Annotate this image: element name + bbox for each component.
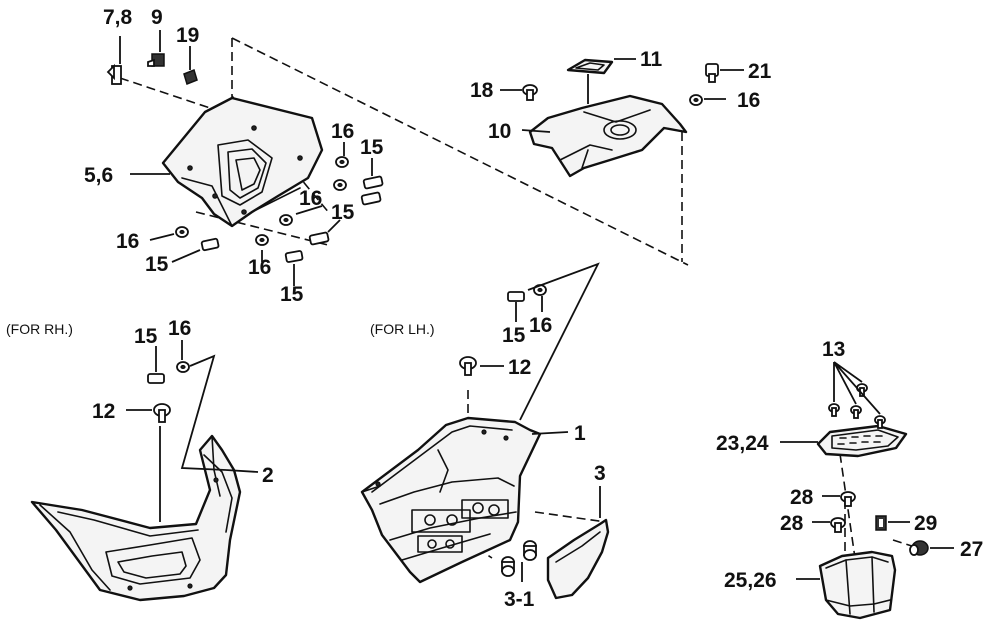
callout-12-a: 12: [508, 356, 531, 379]
callout-16-c: 16: [116, 230, 139, 253]
note-for-rh: (FOR RH.): [6, 321, 73, 337]
washer-bolt-set-e: [255, 234, 304, 286]
front-cover-part-10: [528, 94, 688, 178]
callout-25-26: 25,26: [724, 569, 777, 592]
side-panel-part-3: [546, 518, 610, 600]
callout-15-c: 15: [145, 253, 169, 276]
callout-15-d: 15: [280, 283, 304, 306]
callout-16-e: 16: [737, 89, 760, 112]
screws-13: [828, 361, 886, 429]
callout-19: 19: [176, 24, 199, 47]
callout-15-f: 15: [134, 325, 158, 348]
screw-18: [500, 84, 538, 101]
screw-12-lh: [459, 356, 504, 376]
footrest-mat-part-23-24: [816, 424, 908, 458]
callout-12-b: 12: [92, 400, 115, 423]
callout-7-8: 7,8: [103, 6, 133, 29]
washer-bolt-set-d: [149, 226, 220, 263]
callout-10: 10: [488, 120, 511, 143]
callout-16-b: 16: [299, 187, 322, 210]
callout-15-e: 15: [502, 324, 526, 347]
emblem-plate-part-11: [566, 58, 614, 104]
callout-28-a: 28: [790, 486, 814, 509]
clip-part-29: [875, 515, 887, 531]
bolt-15-washer-16-lh: [507, 262, 600, 421]
callout-3-1: 3-1: [504, 588, 535, 611]
callout-27: 27: [960, 538, 983, 561]
callout-16-a: 16: [331, 120, 354, 143]
callout-labels: 7,8 9 19 5,6 16 15 16 15 16 15 16 15 11 …: [84, 6, 983, 611]
callout-16-f: 16: [529, 314, 552, 337]
callout-2: 2: [262, 464, 274, 487]
bolt-27: [909, 540, 954, 556]
grommets-part-3-1: [501, 540, 537, 577]
callout-5-6: 5,6: [84, 164, 113, 187]
callout-23-24: 23,24: [716, 432, 769, 455]
callout-16-g: 16: [168, 317, 191, 340]
storage-box-part-25-26: [818, 550, 897, 620]
washer-bolt-set-c: [279, 205, 341, 246]
callout-13: 13: [822, 338, 845, 361]
bolt-21-washer-16: [689, 63, 744, 106]
washer-bolt-set-b: [333, 179, 382, 206]
washer-bolt-set-a: [335, 142, 384, 190]
callout-1: 1: [574, 422, 586, 445]
callout-16-d: 16: [248, 256, 271, 279]
callout-11: 11: [640, 48, 663, 71]
clip-19: [183, 46, 198, 86]
callout-29: 29: [914, 512, 937, 535]
callout-15-b: 15: [331, 201, 355, 224]
bracket-7-8: [106, 36, 122, 85]
callout-18: 18: [470, 79, 494, 102]
footwell-guard-rh-part-2: [30, 434, 242, 602]
callout-21: 21: [748, 60, 772, 83]
callout-15-a: 15: [360, 136, 384, 159]
callout-28-b: 28: [780, 512, 804, 535]
footwell-guard-lh-part-1: [360, 416, 542, 584]
callout-3: 3: [594, 462, 606, 485]
screw-12-rh: [126, 403, 171, 522]
screws-28: [812, 491, 856, 533]
screw-9: [147, 30, 165, 67]
hardware-fasteners: [106, 30, 954, 556]
part-leader-lines: [130, 58, 910, 582]
note-for-lh: (FOR LH.): [370, 321, 435, 337]
side-cover-part-5-6: [161, 96, 324, 228]
bolt-15-washer-16-rh: [147, 340, 227, 471]
callout-9: 9: [151, 6, 163, 29]
